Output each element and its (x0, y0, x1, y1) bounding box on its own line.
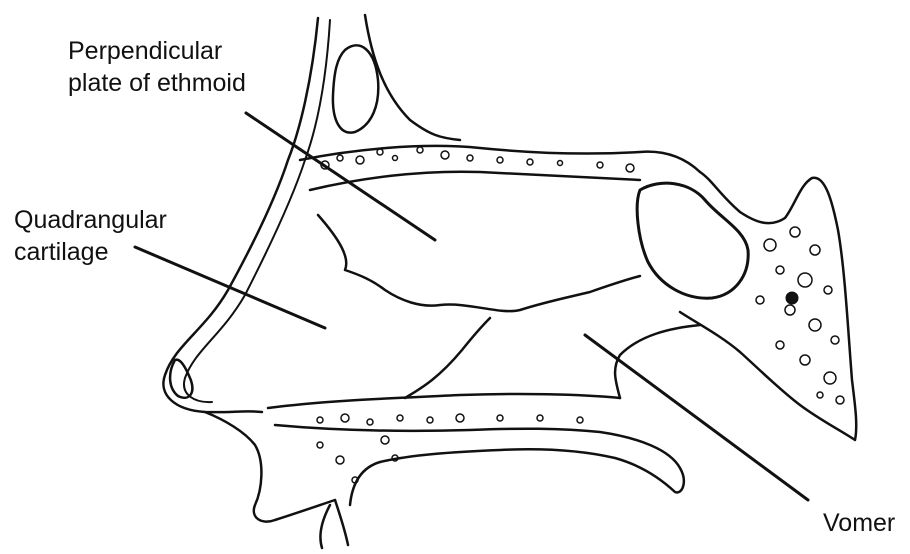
alar-cartilage (170, 360, 192, 398)
incisor-outline (320, 500, 348, 548)
hard-palate-lower (275, 425, 684, 505)
label-perpendicular-plate-line1: Perpendicular (68, 35, 246, 67)
label-vomer: Vomer (823, 507, 895, 539)
label-quadrangular-cartilage: Quadrangular cartilage (14, 204, 167, 268)
label-quadrangular-cartilage-line1: Quadrangular (14, 204, 167, 236)
bone-texture (317, 147, 844, 483)
perpendicular-plate-outline (318, 215, 640, 311)
frontal-bone-rear-line (365, 15, 460, 140)
nasal-floor-upper (268, 394, 620, 408)
frontal-sinus (333, 45, 378, 132)
nasal-roof-lower (310, 172, 640, 190)
label-quadrangular-cartilage-line2: cartilage (14, 236, 167, 268)
sphenoid-sinus (637, 183, 748, 298)
sphenoid-body-outline (680, 172, 856, 440)
label-perpendicular-plate-line2: plate of ethmoid (68, 67, 246, 99)
leader-perpendicular-plate (246, 113, 435, 240)
sphenoid-dark-spot (786, 292, 798, 304)
vomer-cartilage-boundary (405, 318, 490, 398)
label-perpendicular-plate: Perpendicular plate of ethmoid (68, 35, 246, 99)
nasal-roof-upper (300, 146, 700, 172)
leader-vomer (585, 335, 808, 500)
